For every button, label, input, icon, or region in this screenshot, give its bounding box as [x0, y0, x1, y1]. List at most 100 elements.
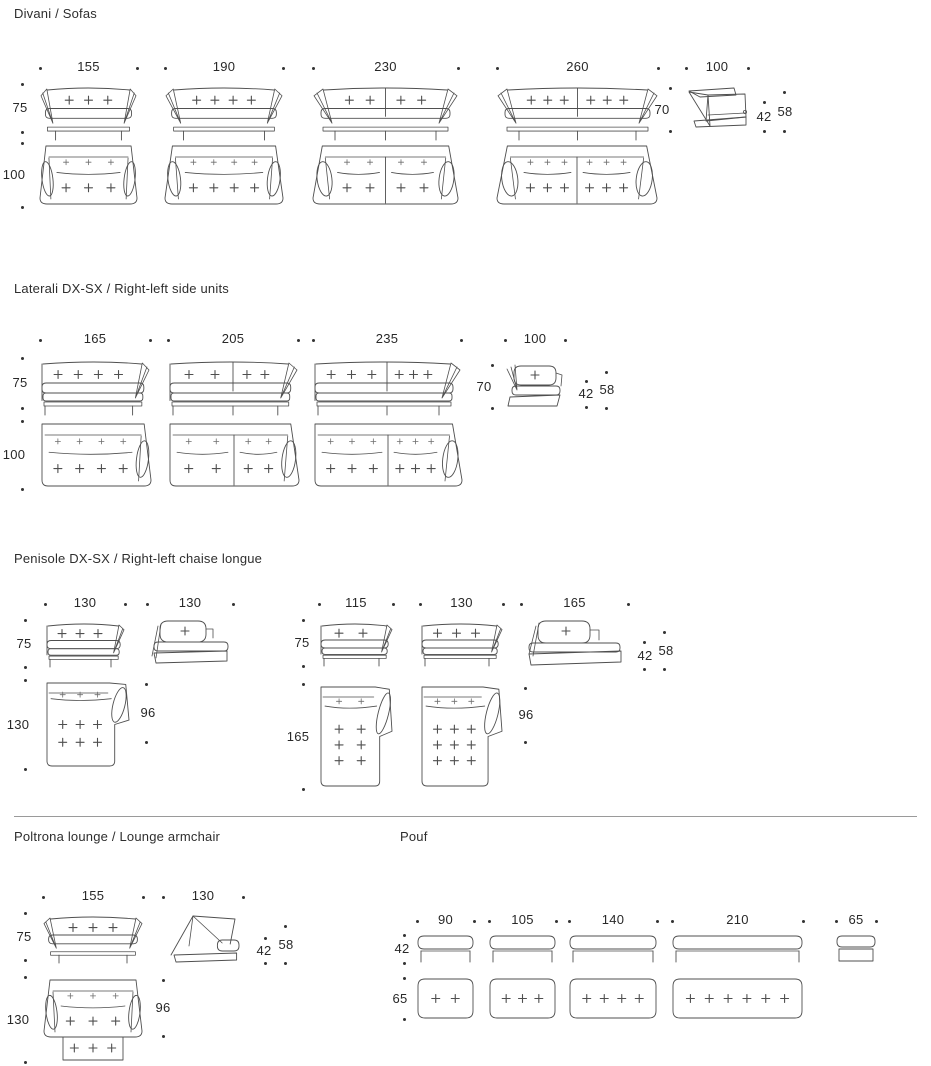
dimension-label: 130 — [6, 1011, 30, 1027]
dimension-label: 230 — [374, 59, 397, 74]
dimension-tick-dot — [161, 978, 165, 982]
dimension-label: 155 — [77, 59, 100, 74]
dimension-label: 130 — [73, 595, 97, 610]
dimension-label: 130 — [6, 716, 30, 732]
dimension-tick-dot — [145, 602, 149, 606]
dimension-label: 65 — [848, 912, 864, 927]
dimension-label: 130 — [191, 888, 215, 903]
dimension-tick-dot — [311, 66, 315, 70]
dimension-tick-dot — [670, 919, 674, 923]
dimension-label: 58 — [599, 382, 615, 397]
dimension-label: 58 — [777, 103, 793, 119]
dimension-tick-dot — [41, 895, 45, 899]
dimension-tick-dot — [762, 129, 766, 133]
dimension-label: 100 — [2, 447, 26, 462]
dimension-tick-dot — [23, 665, 27, 669]
dimension-tick-dot — [746, 66, 750, 70]
dimension-tick-dot — [20, 205, 24, 209]
dimension-label: 42 — [256, 942, 272, 958]
dimension-label: 155 — [81, 888, 105, 903]
dimension-label: 65 — [392, 990, 408, 1006]
pouf-top-view — [417, 978, 474, 1019]
dimension-tick-dot — [391, 602, 395, 606]
dimension-tick-dot — [166, 338, 170, 342]
dimension-label: 42 — [394, 941, 410, 956]
dimension-tick-dot — [23, 958, 27, 962]
dimension-label: 75 — [16, 928, 32, 944]
sofa-front-view — [497, 84, 658, 141]
dimension-label: 90 — [437, 912, 454, 927]
section-title-pouf: Pouf — [400, 829, 428, 844]
chaise-top-view — [319, 684, 393, 789]
dimension-tick-dot — [241, 895, 245, 899]
dimension-tick-dot — [642, 667, 646, 671]
dimension-tick-dot — [584, 379, 588, 383]
section-title-chaise-longue: Penisole DX-SX / Right-left chaise longu… — [14, 551, 263, 566]
section-divider-line — [14, 816, 917, 817]
dimension-label: 100 — [523, 331, 547, 346]
dimension-tick-dot — [23, 911, 27, 915]
sofa-side-view — [686, 86, 749, 128]
dimension-tick-dot — [23, 618, 27, 622]
chaise-side-view — [521, 618, 628, 668]
dimension-tick-dot — [655, 919, 659, 923]
dimension-label: 190 — [212, 59, 236, 74]
dimension-tick-dot — [163, 66, 167, 70]
dimension-tick-dot — [472, 919, 476, 923]
side-unit-side-view — [505, 362, 567, 408]
sofa-front-view — [40, 84, 137, 141]
sofa-front-view — [165, 84, 283, 141]
dimension-tick-dot — [519, 602, 523, 606]
dimension-tick-dot — [662, 630, 666, 634]
dimension-tick-dot — [144, 740, 148, 744]
dimension-label: 75 — [16, 635, 32, 651]
dimension-tick-dot — [141, 895, 145, 899]
section-title-lounge-armchair: Poltrona lounge / Lounge armchair — [14, 829, 221, 844]
dimension-tick-dot — [20, 406, 24, 410]
dimension-label: 115 — [345, 595, 367, 610]
dimension-tick-dot — [523, 686, 527, 690]
dimension-tick-dot — [656, 66, 660, 70]
dimension-tick-dot — [123, 602, 127, 606]
dimension-tick-dot — [402, 1017, 406, 1021]
sofa-front-view — [313, 84, 458, 141]
dimension-tick-dot — [567, 919, 571, 923]
dimension-tick-dot — [23, 975, 27, 979]
dimension-tick-dot — [38, 66, 42, 70]
dimension-label: 130 — [178, 595, 202, 610]
dimension-label: 96 — [140, 705, 156, 720]
dimension-tick-dot — [456, 66, 460, 70]
side-unit-front-view — [313, 358, 461, 416]
dimension-label: 70 — [654, 101, 670, 117]
dimension-tick-dot — [23, 767, 27, 771]
dimension-tick-dot — [20, 141, 24, 145]
dimension-tick-dot — [301, 618, 305, 622]
section-title-sofas: Divani / Sofas — [14, 6, 98, 21]
dimension-tick-dot — [762, 100, 766, 104]
dimension-label: 165 — [83, 331, 107, 346]
dimension-tick-dot — [283, 924, 287, 928]
dimension-tick-dot — [418, 602, 422, 606]
dimension-label: 42 — [578, 386, 594, 401]
dimension-tick-dot — [301, 664, 305, 668]
dimension-tick-dot — [43, 602, 47, 606]
chaise-side-view — [147, 618, 233, 664]
chaise-front-view — [420, 620, 503, 667]
dimension-label: 165 — [563, 595, 586, 610]
chaise-top-view — [420, 684, 503, 789]
dimension-tick-dot — [135, 66, 139, 70]
pouf-top-view — [672, 978, 803, 1019]
dimension-label: 58 — [658, 642, 674, 658]
dimension-tick-dot — [834, 919, 838, 923]
dimension-label: 165 — [286, 728, 310, 744]
section-title-side-units: Laterali DX-SX / Right-left side units — [14, 281, 229, 296]
dimension-tick-dot — [402, 961, 406, 965]
dimension-label: 210 — [726, 912, 749, 927]
dimension-tick-dot — [317, 602, 321, 606]
dimension-tick-dot — [662, 667, 666, 671]
chaise-front-view — [319, 620, 393, 667]
dimension-label: 42 — [756, 108, 772, 124]
pouf-top-view — [569, 978, 657, 1019]
sofa-top-view — [39, 143, 138, 207]
